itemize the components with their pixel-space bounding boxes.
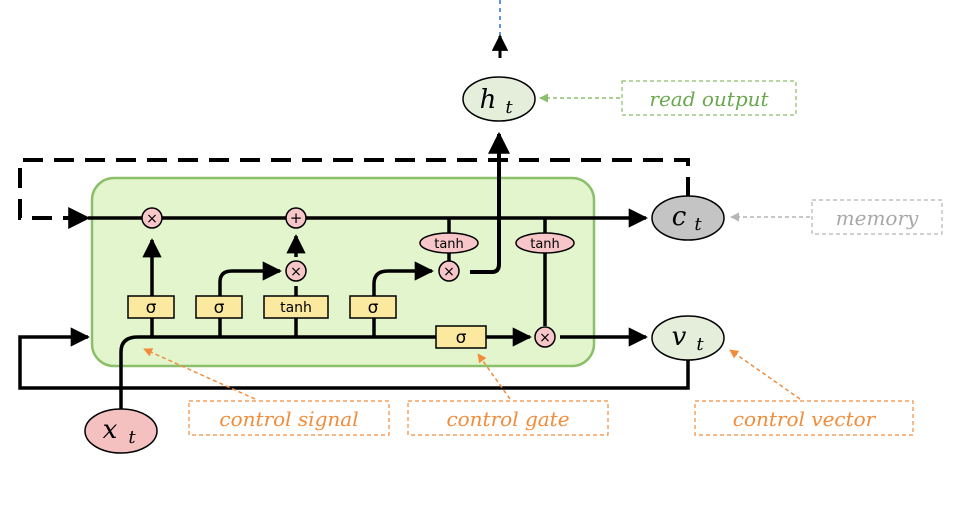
svg-text:x: x (103, 415, 118, 445)
svg-text:×: × (290, 264, 302, 280)
svg-text:t: t (696, 334, 704, 355)
svg-text:tanh: tanh (434, 237, 464, 252)
forget-multiply-op: × (141, 207, 163, 229)
svg-text:σ: σ (456, 328, 467, 348)
c-node: c t (651, 195, 725, 241)
input-multiply-op: × (285, 260, 307, 282)
svg-text:σ: σ (368, 298, 379, 318)
svg-text:t: t (128, 427, 136, 448)
control-vector-label: control vector (733, 407, 877, 431)
input-gate-sigma: σ (195, 295, 243, 319)
v-node: v t (651, 315, 725, 361)
svg-text:σ: σ (214, 298, 225, 318)
svg-text:σ: σ (146, 298, 157, 318)
lstm-cell-box (90, 176, 596, 368)
control-vector-pointer (729, 349, 801, 400)
svg-text:×: × (146, 211, 158, 227)
svg-text:tanh: tanh (280, 300, 312, 316)
h-output-path (470, 131, 510, 274)
svg-text:v: v (672, 322, 687, 352)
read-multiply-op: × (438, 260, 460, 282)
svg-text:×: × (443, 264, 455, 280)
memory-feedback-loop (18, 158, 690, 229)
control-gate-label: control gate (446, 407, 569, 431)
control-signal-box (188, 400, 390, 436)
vector-tanh-op: tanh (515, 232, 575, 254)
vector-multiply-op: × (534, 326, 556, 348)
x-node: x t (84, 408, 158, 454)
control-signal-label: control signal (219, 407, 358, 431)
control-gate-box (407, 400, 609, 436)
memory-label: memory (836, 206, 919, 230)
read-output-box (621, 80, 797, 116)
svg-text:tanh: tanh (530, 237, 560, 252)
vector-feedback-loop (18, 327, 690, 390)
add-op: + (285, 207, 307, 229)
control-gate-pointer (477, 353, 511, 400)
read-output-label: read output (649, 87, 769, 111)
x-input-path (119, 335, 436, 410)
control-gate-sigma: σ (435, 325, 487, 349)
control-signal-pointer (143, 348, 256, 400)
memory-box (811, 199, 943, 235)
svg-text:t: t (694, 214, 702, 235)
svg-text:+: + (290, 209, 303, 227)
read-tanh-op: tanh (419, 232, 479, 254)
svg-text:t: t (505, 97, 513, 118)
svg-text:×: × (539, 330, 551, 346)
candidate-tanh-gate: tanh (263, 295, 329, 319)
control-vector-box (694, 400, 914, 436)
svg-text:c: c (672, 202, 687, 232)
forget-gate-sigma: σ (127, 295, 175, 319)
svg-text:h: h (480, 85, 497, 115)
input-gate-path (218, 261, 282, 337)
h-node: h t (462, 76, 536, 122)
output-gate-sigma: σ (349, 295, 397, 319)
output-gate-path (372, 261, 434, 337)
